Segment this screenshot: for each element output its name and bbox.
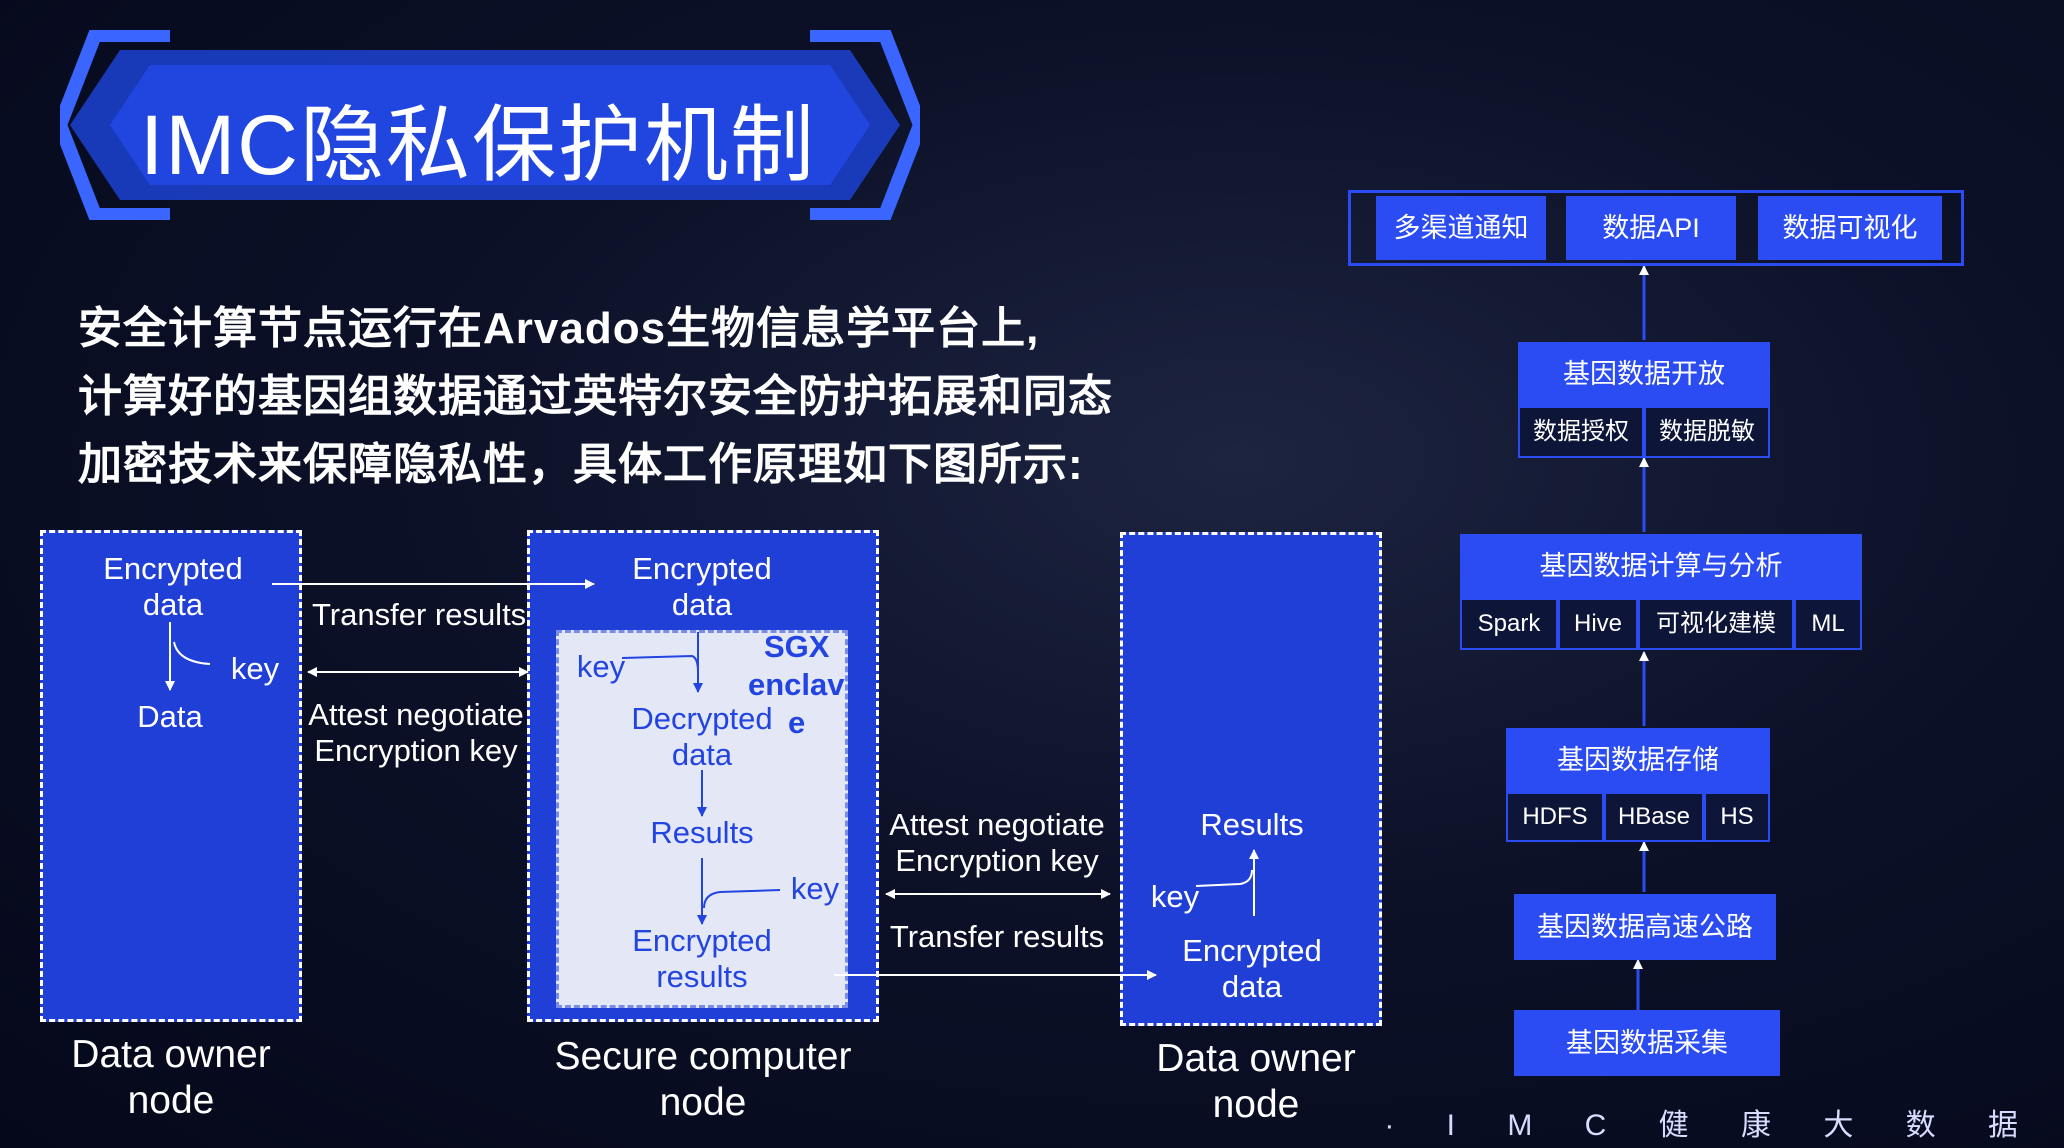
stack-storage-item-hs: HS bbox=[1704, 792, 1770, 842]
stack-compute-item-hive: Hive bbox=[1558, 598, 1638, 650]
right-key-label: key bbox=[1150, 879, 1200, 914]
middle-node-caption-2: node bbox=[659, 1081, 747, 1124]
intro-line-3: 加密技术来保障隐私性，具体工作原理如下图所示: bbox=[78, 440, 1084, 489]
intro-line-1: 安全计算节点运行在Arvados生物信息学平台上, bbox=[78, 304, 1040, 353]
left-attest-label-1: Attest negotiate bbox=[308, 697, 524, 732]
middle-node-caption-1: Secure computer bbox=[554, 1035, 852, 1078]
left-node-caption-2: node bbox=[127, 1079, 215, 1122]
sgx-label-2: enclav bbox=[748, 667, 845, 702]
stack-open-item-authorize: 数据授权 bbox=[1518, 406, 1644, 458]
right-node-caption-2: node bbox=[1212, 1083, 1300, 1126]
left-transfer-label: Transfer results bbox=[312, 597, 527, 632]
right-attest-label-2: Encryption key bbox=[895, 843, 1099, 878]
stack-top-item-notify: 多渠道通知 bbox=[1376, 196, 1546, 260]
decrypted-data-label: data bbox=[671, 737, 733, 772]
stack-storage-title: 基因数据存储 bbox=[1506, 728, 1770, 792]
title-badge bbox=[60, 30, 920, 220]
sgx-label-3: e bbox=[788, 705, 806, 740]
left-attest-label-2: Encryption key bbox=[314, 733, 518, 768]
left-node-caption-1: Data owner bbox=[71, 1033, 271, 1076]
page-title: IMC隐私保护机制 bbox=[140, 98, 816, 192]
right-attest-label-1: Attest negotiate bbox=[889, 807, 1105, 842]
middle-data-label: data bbox=[671, 587, 733, 622]
stack-compute-item-ml: ML bbox=[1794, 598, 1862, 650]
stack-top-item-api: 数据API bbox=[1566, 196, 1736, 260]
encrypted-results-label-2: results bbox=[656, 959, 748, 994]
top-services-frame bbox=[1348, 190, 1964, 266]
right-encrypted-label: Encrypted bbox=[1182, 933, 1322, 968]
intro-line-2: 计算好的基因组数据通过英特尔安全防护拓展和同态 bbox=[78, 372, 1113, 421]
left-encrypted-label: Encrypted bbox=[103, 551, 243, 586]
middle-key-label-1: key bbox=[576, 649, 626, 684]
sgx-enclave-box bbox=[556, 630, 848, 1008]
right-node-caption-1: Data owner bbox=[1156, 1037, 1356, 1080]
footer-brand: · I M C 健 康 大 数 据 bbox=[1384, 1109, 2040, 1142]
stack-collect: 基因数据采集 bbox=[1514, 1010, 1780, 1076]
middle-key-label-2: key bbox=[790, 871, 840, 906]
stack-storage-item-hbase: HBase bbox=[1604, 792, 1704, 842]
right-data-label: data bbox=[1221, 969, 1283, 1004]
right-results-label: Results bbox=[1200, 807, 1304, 842]
left-node-box bbox=[40, 530, 302, 1022]
stack-top-item-visualization: 数据可视化 bbox=[1758, 196, 1942, 260]
left-key-label: key bbox=[230, 651, 280, 686]
stack-storage-item-hdfs: HDFS bbox=[1506, 792, 1604, 842]
stack-compute-title: 基因数据计算与分析 bbox=[1460, 534, 1862, 598]
stack-highway: 基因数据高速公路 bbox=[1514, 894, 1776, 960]
decrypted-label: Decrypted bbox=[631, 701, 773, 736]
stack-compute-item-spark: Spark bbox=[1460, 598, 1558, 650]
stack-open-title: 基因数据开放 bbox=[1518, 342, 1770, 406]
results-label: Results bbox=[650, 815, 754, 850]
encrypted-results-label-1: Encrypted bbox=[632, 923, 772, 958]
sgx-label-1: SGX bbox=[764, 629, 830, 664]
left-plain-data-label: Data bbox=[137, 699, 203, 734]
left-data-label: data bbox=[142, 587, 204, 622]
middle-encrypted-label: Encrypted bbox=[632, 551, 772, 586]
stack-compute-item-modeling: 可视化建模 bbox=[1638, 598, 1794, 650]
stack-open-item-desensitize: 数据脱敏 bbox=[1644, 406, 1770, 458]
right-node-box bbox=[1120, 532, 1382, 1026]
right-transfer-label: Transfer results bbox=[889, 919, 1105, 954]
